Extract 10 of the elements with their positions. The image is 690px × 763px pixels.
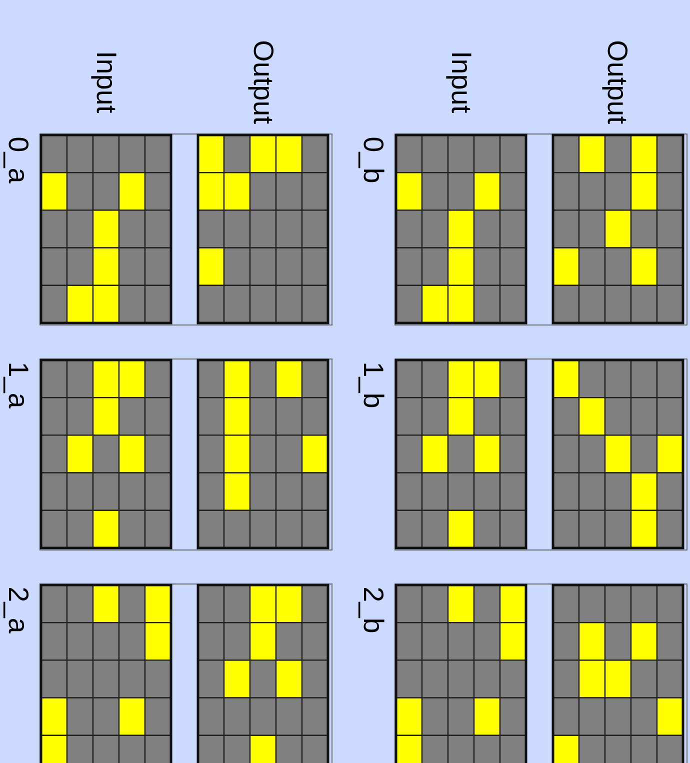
column-heading: Output <box>603 40 631 124</box>
example-label: 1_b <box>359 362 387 408</box>
example-label: 2_b <box>359 586 387 634</box>
column-heading: Output <box>249 40 277 124</box>
example-label: 1_a <box>4 362 32 408</box>
example-label: 2_a <box>4 586 32 634</box>
example-label: 0_a <box>4 136 32 184</box>
column-heading: Input <box>447 50 475 114</box>
column-heading: Input <box>92 50 120 114</box>
example-label: 0_b <box>359 136 387 184</box>
